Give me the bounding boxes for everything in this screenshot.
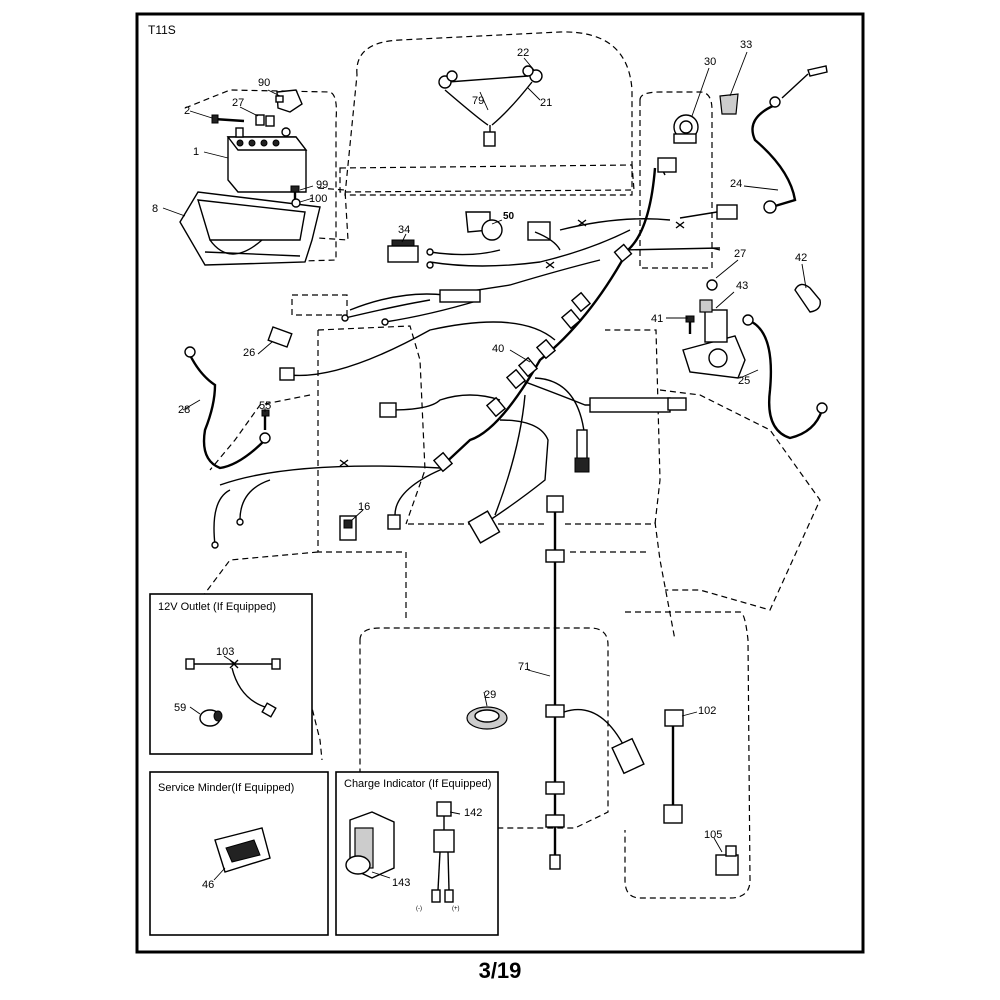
callout-28: 28	[178, 404, 190, 416]
callout-143: 143	[392, 877, 410, 889]
callout-102: 102	[698, 705, 716, 717]
callout-34: 34	[398, 224, 410, 236]
callout-8: 8	[152, 203, 158, 215]
inset-service-minder: Service Minder(If Equipped)	[149, 771, 329, 936]
callout-46: 46	[202, 879, 214, 891]
battery-tray	[179, 191, 321, 266]
inset-12v-outlet: 12V Outlet (If Equipped)	[149, 593, 313, 755]
ignition-switch	[673, 114, 699, 144]
callout-16: 16	[358, 501, 370, 513]
callout-41: 41	[651, 313, 663, 325]
inset-charge-indicator: Charge Indicator (If Equipped) (-) (+)	[335, 771, 499, 936]
callout-100: 100	[309, 193, 327, 205]
callout-29: 29	[484, 689, 496, 701]
fuse	[267, 326, 293, 348]
page-number: 3/19	[478, 958, 522, 983]
callout-71: 71	[518, 661, 530, 673]
callout-79: 79	[472, 95, 484, 107]
callout-26: 26	[243, 347, 255, 359]
battery-terminal-cover	[275, 89, 303, 113]
callout-43: 43	[736, 280, 748, 292]
ground-bolt	[261, 409, 270, 430]
callout-55: 55	[259, 400, 271, 412]
main-harness	[211, 157, 738, 549]
relay	[339, 515, 357, 541]
callout-21: 21	[540, 97, 552, 109]
callout-50: 50	[503, 211, 515, 222]
interlock-switch	[715, 845, 739, 876]
battery-cable-negative	[742, 314, 828, 440]
callout-40: 40	[492, 343, 504, 355]
charge-terminal-negative: (-)	[416, 906, 422, 912]
inset-12v-outlet-title: 12V Outlet (If Equipped)	[158, 601, 276, 613]
callout-25: 25	[738, 375, 750, 387]
battery-cable-positive	[751, 65, 828, 214]
callout-labels: 1 2 8 16 21 22 24 25 26 27 27 28 29 30 3…	[152, 39, 807, 891]
callout-142: 142	[464, 807, 482, 819]
battery-bolt	[211, 114, 275, 127]
diagram-code: T11S	[148, 23, 176, 37]
callout-30: 30	[704, 56, 716, 68]
callout-24: 24	[730, 178, 742, 190]
tray-bolt	[290, 185, 301, 208]
callout-1: 1	[193, 146, 199, 158]
callout-22: 22	[517, 47, 529, 59]
callout-2: 2	[184, 105, 190, 117]
ignition-key	[719, 93, 739, 115]
charge-terminal-positive: (+)	[452, 906, 460, 912]
callout-42: 42	[795, 252, 807, 264]
diagram-frame	[135, 12, 865, 954]
ground-cable	[184, 346, 271, 470]
leader-lines	[162, 51, 807, 881]
solenoid-bolt	[685, 315, 695, 334]
pto-switch	[387, 239, 419, 263]
interlock-harness	[663, 709, 684, 824]
callout-33: 33	[740, 39, 752, 51]
callout-27-solenoid: 27	[734, 248, 746, 260]
grommet	[466, 706, 508, 730]
callout-99: 99	[316, 179, 328, 191]
inset-service-minder-title: Service Minder(If Equipped)	[158, 782, 294, 794]
battery	[226, 127, 308, 193]
callout-105: 105	[704, 829, 722, 841]
inset-charge-indicator-title: Charge Indicator (If Equipped)	[344, 778, 491, 790]
rear-harness	[545, 495, 645, 870]
starter-solenoid	[682, 279, 746, 379]
terminal-boot	[794, 283, 821, 313]
callout-59: 59	[174, 702, 186, 714]
callout-90: 90	[258, 77, 270, 89]
headlight-harness	[438, 65, 543, 147]
seat-switch	[465, 211, 551, 241]
callout-103: 103	[216, 646, 234, 658]
callout-27-top: 27	[232, 97, 244, 109]
